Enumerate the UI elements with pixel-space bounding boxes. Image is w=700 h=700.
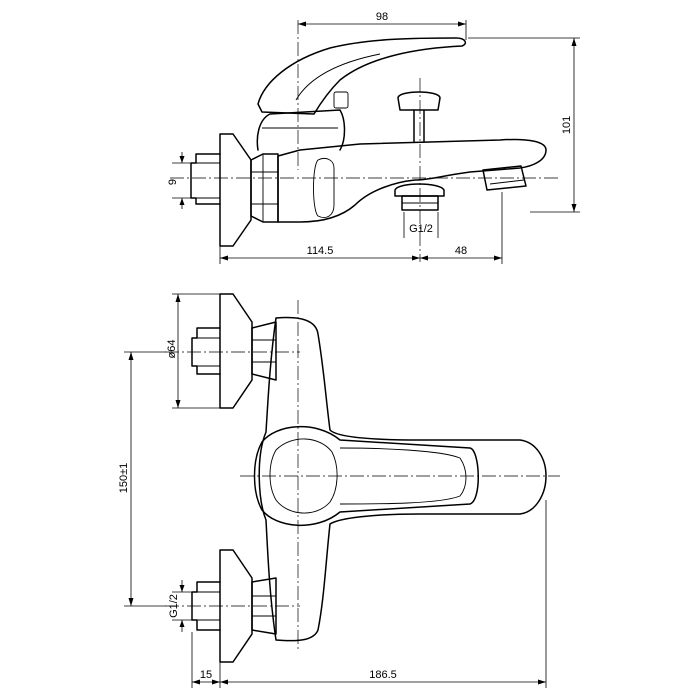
lower-hex-nut	[251, 577, 277, 635]
dim-inlet-spacing: 150±1	[118, 463, 130, 494]
dim-wall-to-outlet: 114.5	[307, 245, 334, 257]
upper-flange	[219, 293, 253, 409]
dim-overall-length: 186.5	[369, 669, 397, 681]
dim-height: 101	[561, 116, 573, 134]
dim-flange-diameter: ø64	[166, 340, 178, 359]
diverter-knob	[397, 91, 441, 111]
top-view: ø64 150±1 G1/2 15 186.5	[118, 293, 560, 688]
bottom-outlet	[394, 183, 445, 197]
hex-nut	[250, 153, 279, 223]
mixer-body	[277, 138, 547, 223]
dim-inlet-pipe: 9	[167, 179, 179, 185]
dim-outlet-to-spout: 48	[455, 245, 467, 257]
upper-hex-nut	[251, 321, 277, 381]
lever-handle-top	[253, 426, 479, 526]
wall-flange	[219, 133, 252, 247]
dim-overall-width: 98	[376, 11, 388, 23]
mixer-body-top	[258, 316, 547, 642]
dim-outlet-thread: G1/2	[409, 223, 433, 235]
spout-aerator	[482, 165, 527, 191]
side-view: 98 101 9 G1/2 114.5 48	[167, 11, 580, 264]
inlet-pipe	[190, 153, 221, 205]
lever-handle	[257, 37, 467, 115]
dim-eccentric-offset: 15	[200, 669, 212, 681]
cartridge-housing	[256, 109, 346, 151]
dim-inlet-thread: G1/2	[168, 594, 180, 618]
